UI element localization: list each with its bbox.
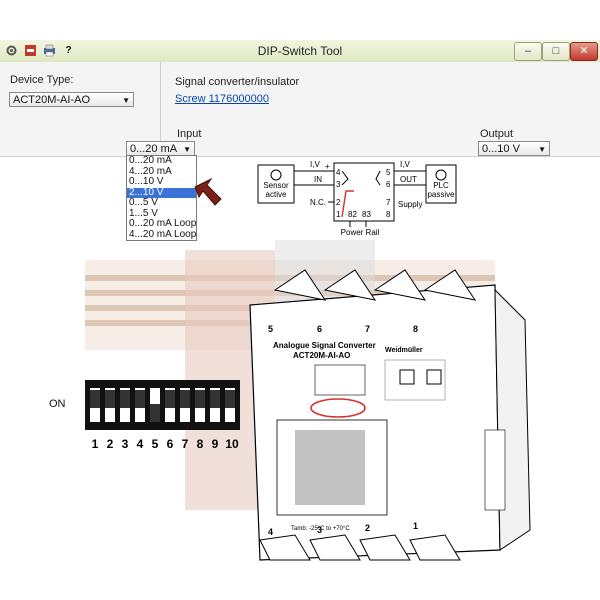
terminal-7: 7 — [386, 198, 391, 207]
terminal-82: 82 — [348, 210, 357, 219]
title-bar: ? DIP-Switch Tool – □ ✕ — [0, 40, 600, 63]
settings-icon[interactable] — [4, 43, 19, 58]
dip-switch: 1 2 3 4 5 6 7 8 9 10 — [85, 380, 240, 451]
dip-lever[interactable] — [105, 390, 115, 408]
dip-number-5: 5 — [152, 437, 159, 451]
bottom-terminal-3: 3 — [317, 525, 322, 535]
temp-label: Tamb: -25°C to +70°C — [291, 526, 350, 532]
chevron-down-icon: ▼ — [122, 96, 130, 105]
close-button[interactable]: ✕ — [570, 42, 598, 61]
converter-box — [333, 162, 395, 222]
help-icon[interactable]: ? — [65, 45, 72, 56]
output-label: Output — [480, 128, 514, 140]
power-rail-label: Power Rail — [341, 228, 380, 237]
iv-out-label: I,V — [400, 160, 410, 169]
dip-lever[interactable] — [225, 390, 235, 408]
pdf-icon[interactable] — [23, 43, 38, 58]
chevron-down-icon: ▼ — [183, 145, 191, 154]
dip-number-7: 7 — [182, 437, 189, 451]
bottom-terminal-4: 4 — [268, 527, 273, 537]
input-value: 0...20 mA — [130, 143, 178, 155]
dip-number-3: 3 — [122, 437, 129, 451]
iv-in-label: I,V — [310, 160, 320, 169]
top-terminal-8: 8 — [413, 324, 418, 334]
sensor-label-1: Sensor — [263, 181, 289, 190]
device-type-value: ACT20M-AI-AO — [13, 94, 91, 106]
terminal-1: 1 — [336, 210, 341, 219]
nc-label: N.C. — [310, 198, 326, 207]
window-title: DIP-Switch Tool — [257, 44, 343, 58]
print-icon[interactable] — [42, 43, 57, 58]
input-option[interactable]: 4...20 mA — [129, 165, 172, 177]
plc-label-1: PLC — [433, 181, 449, 190]
dip-lever[interactable] — [90, 390, 100, 408]
terminal-4: 4 — [336, 168, 341, 177]
dip-number-6: 6 — [167, 437, 174, 451]
panel-divider — [160, 62, 161, 156]
output-select[interactable]: 0...10 V ▼ — [478, 141, 550, 156]
device-title: Analogue Signal Converter — [273, 341, 376, 350]
sensor-label-2: active — [266, 190, 287, 199]
plus-in: + — [325, 162, 330, 171]
input-options-list: 0...20 mA 4...20 mA 0...10 V 2...10 V 0.… — [126, 155, 197, 241]
top-terminal-6: 6 — [317, 324, 322, 334]
device-type-select[interactable]: ACT20M-AI-AO ▼ — [9, 92, 134, 107]
top-terminal-5: 5 — [268, 324, 273, 334]
maximize-button[interactable]: □ — [542, 42, 570, 61]
dip-lever[interactable] — [135, 390, 145, 408]
sensor-symbol — [270, 169, 282, 181]
input-option[interactable]: 0...20 mA Loop — [129, 218, 197, 229]
device-illustration: 5 6 7 8 Analogue Signal Converter ACT20M… — [85, 240, 531, 561]
dip-lever[interactable] — [120, 390, 130, 408]
wiring-diagram: Sensor active I,V IN + 4 3 2 1 5 6 7 8 8… — [257, 160, 457, 237]
toolbar: ? — [4, 43, 76, 58]
sensor-box — [257, 164, 295, 204]
terminal-2: 2 — [336, 198, 341, 207]
supply-label: Supply — [398, 200, 422, 209]
input-select[interactable]: 0...20 mA ▼ — [126, 141, 195, 156]
input-option[interactable]: 0...5 V — [129, 197, 158, 208]
terminal-5: 5 — [386, 168, 391, 177]
terminal-3: 3 — [336, 180, 341, 189]
signal-converter-label: Signal converter/insulator — [175, 76, 300, 88]
in-label: IN — [314, 175, 322, 184]
device-model: ACT20M-AI-AO — [293, 351, 350, 360]
dip-on-label: ON — [49, 398, 66, 410]
dip-lever[interactable] — [150, 404, 160, 422]
device-type-label: Device Type: — [10, 74, 74, 86]
dip-lever[interactable] — [165, 390, 175, 408]
dip-number-10: 10 — [225, 437, 239, 451]
dip-number-4: 4 — [137, 437, 144, 451]
plc-box — [425, 164, 457, 204]
plc-symbol — [435, 169, 447, 181]
input-option[interactable]: 4...20 mA Loop — [129, 228, 197, 240]
minimize-button[interactable]: – — [514, 42, 542, 61]
input-option-selected[interactable]: 2...10 V — [127, 187, 196, 198]
dip-number-9: 9 — [212, 437, 219, 451]
brand-logo: Weidmüller — [385, 347, 423, 354]
dip-highlight-ellipse — [310, 398, 366, 418]
product-link[interactable]: Screw 1176000000 — [175, 93, 269, 105]
bottom-terminal-2: 2 — [365, 523, 370, 533]
dip-number-1: 1 — [92, 437, 99, 451]
input-option[interactable]: 1...5 V — [129, 207, 158, 219]
chevron-down-icon: ▼ — [538, 145, 546, 154]
terminal-6: 6 — [386, 180, 391, 189]
pointer-arrow-icon — [194, 177, 222, 206]
input-option[interactable]: 0...20 mA — [129, 155, 172, 166]
out-label: OUT — [400, 175, 417, 184]
terminal-8: 8 — [386, 210, 391, 219]
top-terminal-7: 7 — [365, 324, 370, 334]
dip-lever[interactable] — [180, 390, 190, 408]
bottom-terminal-1: 1 — [413, 521, 418, 531]
terminal-83: 83 — [362, 210, 371, 219]
dip-number-8: 8 — [197, 437, 204, 451]
dip-number-2: 2 — [107, 437, 114, 451]
dip-lever[interactable] — [195, 390, 205, 408]
dip-lever[interactable] — [210, 390, 220, 408]
input-option[interactable]: 0...10 V — [129, 176, 164, 187]
output-value: 0...10 V — [482, 143, 520, 155]
input-label: Input — [177, 128, 202, 140]
plc-label-2: passive — [427, 190, 455, 199]
